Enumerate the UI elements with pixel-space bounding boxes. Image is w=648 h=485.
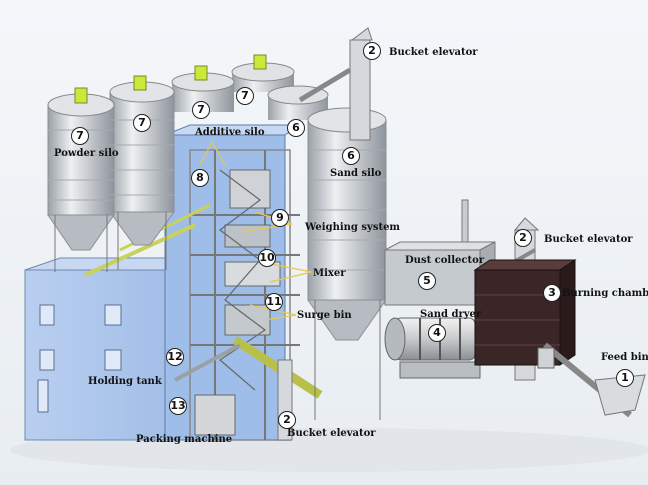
badge-13: 13: [169, 397, 187, 415]
burning-chamber: [473, 259, 577, 366]
label-holding-tank: Holding tank: [88, 376, 162, 387]
label-surge-bin: Surge bin: [297, 310, 352, 321]
badge-elevator-2-top: 2: [363, 42, 381, 60]
label-bucket-elevator-right: Bucket elevator: [544, 234, 633, 245]
label-additive-silo: Additive silo: [195, 127, 265, 138]
badge-11: 11: [265, 293, 283, 311]
badge-silo-7-a: 7: [71, 127, 89, 145]
badge-silo-6-a: 6: [287, 119, 305, 137]
label-burning-chamber: Burning chamber: [562, 288, 648, 299]
badge-5: 5: [418, 272, 436, 290]
badge-silo-7-d: 7: [236, 87, 254, 105]
badge-10: 10: [258, 249, 276, 267]
label-bucket-elevator-top: Bucket elevator: [389, 47, 478, 58]
label-sand-silo: Sand silo: [330, 168, 382, 179]
silo-2: [109, 75, 175, 270]
badge-3: 3: [543, 284, 561, 302]
badge-9: 9: [271, 209, 289, 227]
badge-1: 1: [616, 369, 634, 387]
label-dust-collector: Dust collector: [405, 255, 485, 266]
bucket-elevator-top: [298, 27, 373, 141]
powder-silos: [47, 54, 295, 272]
label-sand-dryer: Sand dryer: [420, 309, 482, 320]
label-packing-machine: Packing machine: [136, 434, 233, 445]
badge-silo-7-c: 7: [192, 101, 210, 119]
label-weighing-system: Weighing system: [305, 222, 401, 233]
label-feed-bin: Feed bin: [601, 352, 648, 363]
badge-silo-6-b: 6: [342, 147, 360, 165]
label-mixer: Mixer: [313, 268, 346, 279]
badge-elevator-2-right: 2: [514, 229, 532, 247]
badge-8: 8: [191, 169, 209, 187]
badge-4: 4: [428, 324, 446, 342]
label-bucket-elevator-bottom: Bucket elevator: [287, 428, 376, 439]
silo-1: [47, 87, 115, 272]
badge-12: 12: [166, 348, 184, 366]
badge-silo-7-b: 7: [133, 114, 151, 132]
badge-elevator-2-bottom: 2: [278, 411, 296, 429]
label-powder-silo: Powder silo: [54, 148, 119, 159]
